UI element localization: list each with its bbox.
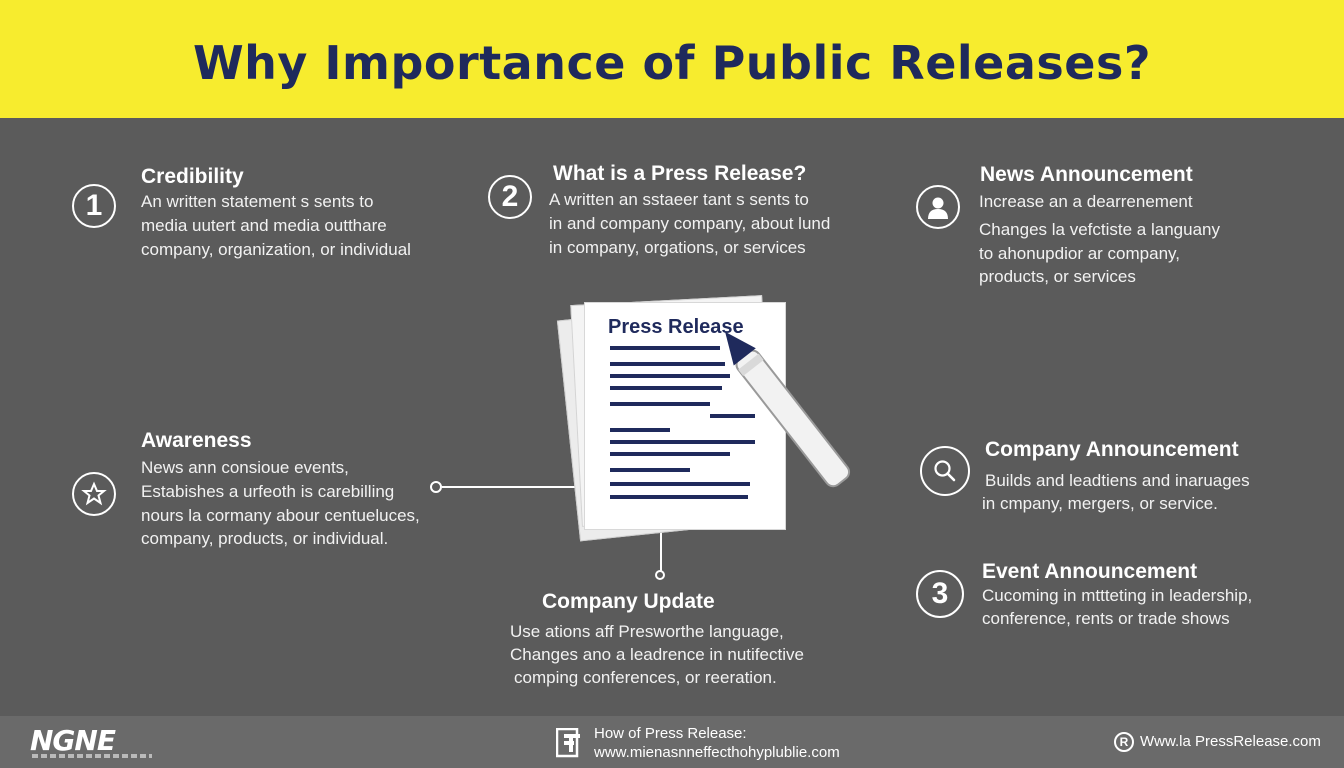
news-heading: News Announcement	[980, 163, 1193, 186]
page-title: Why Importance of Public Releases?	[192, 36, 1152, 90]
company-announcement-heading: Company Announcement	[985, 438, 1239, 461]
company-update-line-2: Changes ano a leadrence in nutifective	[510, 645, 804, 664]
credibility-line-2: media uutert and media outthare	[141, 216, 387, 235]
event-heading: Event Announcement	[982, 560, 1198, 583]
brand-tagline-decoration	[32, 754, 152, 758]
connector-dot-left	[430, 481, 442, 493]
company-announcement-line-2: in cmpany, mergers, or service.	[982, 494, 1218, 513]
footer-center-title: How of Press Release:	[594, 725, 747, 742]
what-is-line-3: in company, orgations, or services	[549, 238, 806, 257]
number-1-icon: 1	[72, 184, 116, 228]
what-is-heading: What is a Press Release?	[553, 162, 807, 185]
company-update-line-1: Use ations aff Presworthe language,	[510, 622, 784, 641]
event-line-2: conference, rents or trade shows	[982, 609, 1230, 628]
awareness-line-1: News ann consioue events,	[141, 458, 349, 477]
company-update-line-3: comping conferences, or reeration.	[514, 668, 777, 687]
pen-icon	[725, 331, 851, 488]
footer-right-url[interactable]: Www.la PressRelease.com	[1140, 733, 1321, 750]
award-icon	[72, 472, 116, 516]
registered-icon: R	[1114, 732, 1134, 752]
number-2-icon: 2	[488, 175, 532, 219]
connector-line-bottom	[660, 528, 662, 572]
credibility-line-1: An written statement s sents to	[141, 192, 374, 211]
connector-dot-bottom	[655, 570, 665, 580]
awareness-line-2: Estabishes a urfeoth is carebilling	[141, 482, 395, 501]
document-text-lines	[610, 346, 755, 499]
news-line-3: to ahonupdior ar company,	[979, 244, 1180, 263]
footer-center-url[interactable]: www.mienasnneffecthohyplublie.com	[594, 744, 840, 761]
awareness-line-4: company, products, or individual.	[141, 529, 389, 548]
document-icon	[555, 727, 582, 758]
footer: NGNE How of Press Release: www.mienasnne…	[0, 716, 1344, 768]
credibility-line-3: company, organization, or individual	[141, 240, 411, 259]
news-line-2: Changes la vefctiste a languany	[979, 220, 1220, 239]
person-icon	[916, 185, 960, 229]
what-is-line-1: A written an sstaeer tant s sents to	[549, 190, 809, 209]
event-line-1: Cucoming in mttteting in leadership,	[982, 586, 1253, 605]
what-is-line-2: in and company company, about lund	[549, 214, 831, 233]
press-release-illustration: Press Release	[556, 290, 860, 542]
awareness-heading: Awareness	[141, 429, 252, 452]
awareness-line-3: nours la cormany abour centueluces,	[141, 506, 420, 525]
connector-line-left	[442, 486, 584, 488]
brand-logo: NGNE	[30, 724, 116, 757]
credibility-heading: Credibility	[141, 165, 244, 188]
news-line-4: products, or services	[979, 267, 1136, 286]
header-banner: Why Importance of Public Releases?	[0, 0, 1344, 118]
document-title: Press Release	[608, 316, 744, 338]
company-announcement-line-1: Builds and leadtiens and inaruages	[985, 471, 1250, 490]
news-line-1: Increase an a dearrenement	[979, 192, 1193, 211]
search-icon	[920, 446, 970, 496]
company-update-heading: Company Update	[542, 590, 715, 613]
number-3-icon: 3	[916, 570, 964, 618]
